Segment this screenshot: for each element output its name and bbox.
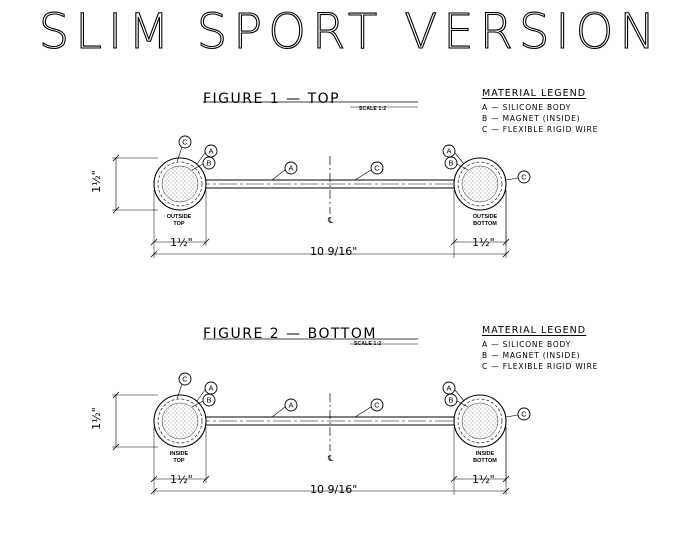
callout-letter: C [374, 401, 380, 410]
leader [272, 407, 285, 417]
callout-right-a: A [443, 145, 455, 157]
callout-letter: A [288, 401, 293, 410]
callout-mid-c: C [371, 162, 383, 174]
left-end-magnet [154, 395, 206, 447]
left-end-label-line1: OUTSIDE [167, 214, 191, 220]
magnet-core [162, 403, 198, 439]
legend-title: MATERIAL LEGEND [482, 325, 598, 336]
callout-right-a: A [443, 382, 455, 394]
callout-left-a: A [205, 382, 217, 394]
figure-1-material-legend: MATERIAL LEGEND A — SILICONE BODY B — MA… [482, 88, 598, 135]
legend-item-b: B — MAGNET (INSIDE) [482, 350, 598, 361]
page-title: SLIM SPORT VERSION [0, 2, 700, 62]
legend-item-c: C — FLEXIBLE RIGID WIRE [482, 361, 598, 372]
callout-left-b: B [203, 157, 215, 169]
right-end-label-line2: BOTTOM [473, 458, 497, 464]
callout-letter: C [182, 375, 188, 384]
leader [506, 178, 518, 180]
callout-right-b: B [445, 157, 457, 169]
figure-2-drawing: CABABCAC [112, 339, 530, 495]
callout-letter: C [374, 164, 380, 173]
callout-mid-a: A [285, 162, 297, 174]
callout-letter: A [446, 147, 451, 156]
callout-letter: C [182, 138, 188, 147]
callout-letter: A [208, 147, 213, 156]
figure-1-height-dimension: 1½" [91, 170, 102, 193]
legend-item-b: B — MAGNET (INSIDE) [482, 113, 598, 124]
figure-2-centerline-mark: ℄ [328, 454, 333, 463]
figure-1-length-dimension: 10 9/16" [310, 246, 357, 257]
callout-left-a: A [205, 145, 217, 157]
right-end-label-line2: BOTTOM [473, 221, 497, 227]
figure-2-title: FIGURE 2 — BOTTOM [203, 326, 377, 342]
right-end-label-line1: OUTSIDE [473, 214, 497, 220]
callout-letter: B [448, 396, 453, 405]
callout-right-c: C [518, 408, 530, 420]
callout-left-c: C [179, 373, 191, 385]
callout-letter: A [446, 384, 451, 393]
magnet-core [162, 166, 198, 202]
figure-1-left-end-dimension: 1½" [170, 237, 193, 248]
figure-2-length-dimension: 10 9/16" [310, 484, 357, 495]
leader [355, 407, 371, 417]
figure-1-left-end-label: OUTSIDE TOP [156, 214, 202, 228]
legend-item-a: A — SILICONE BODY [482, 102, 598, 113]
magnet-core [462, 166, 498, 202]
legend-item-c: C — FLEXIBLE RIGID WIRE [482, 124, 598, 135]
figure-2-height-dimension: 1½" [91, 407, 102, 430]
right-end-magnet [454, 158, 506, 210]
callout-left-c: C [179, 136, 191, 148]
figure-2-left-end-label: INSIDE TOP [156, 451, 202, 465]
figure-1-right-end-dimension: 1½" [472, 237, 495, 248]
figure-2-scale: SCALE 1:2 [354, 341, 381, 347]
callout-letter: B [206, 396, 211, 405]
callout-letter: C [521, 410, 527, 419]
callout-mid-a: A [285, 399, 297, 411]
figure-2-right-end-dimension: 1½" [472, 474, 495, 485]
right-end-label-line1: INSIDE [476, 451, 494, 457]
callout-mid-c: C [371, 399, 383, 411]
figure-1-drawing: CABABCAC [112, 102, 530, 258]
callout-right-b: B [445, 394, 457, 406]
right-end-magnet [454, 395, 506, 447]
left-end-label-line1: INSIDE [170, 451, 188, 457]
left-end-label-line2: TOP [173, 221, 184, 227]
left-end-label-line2: TOP [173, 458, 184, 464]
leader [506, 415, 518, 417]
callout-letter: C [521, 173, 527, 182]
callout-letter: A [288, 164, 293, 173]
legend-item-a: A — SILICONE BODY [482, 339, 598, 350]
figure-2-left-end-dimension: 1½" [170, 474, 193, 485]
callout-right-c: C [518, 171, 530, 183]
figure-2-right-end-label: INSIDE BOTTOM [462, 451, 508, 465]
figure-2-material-legend: MATERIAL LEGEND A — SILICONE BODY B — MA… [482, 325, 598, 372]
legend-title: MATERIAL LEGEND [482, 88, 598, 99]
figure-1-scale: SCALE 1:2 [359, 106, 386, 112]
callout-letter: B [448, 159, 453, 168]
magnet-core [462, 403, 498, 439]
callout-letter: A [208, 384, 213, 393]
callout-letter: B [206, 159, 211, 168]
figure-1-title: FIGURE 1 — TOP [203, 91, 340, 107]
leader [355, 170, 371, 180]
callout-left-b: B [203, 394, 215, 406]
figure-1-centerline-mark: ℄ [328, 216, 333, 225]
figure-1-right-end-label: OUTSIDE BOTTOM [462, 214, 508, 228]
leader [272, 170, 285, 180]
left-end-magnet [154, 158, 206, 210]
